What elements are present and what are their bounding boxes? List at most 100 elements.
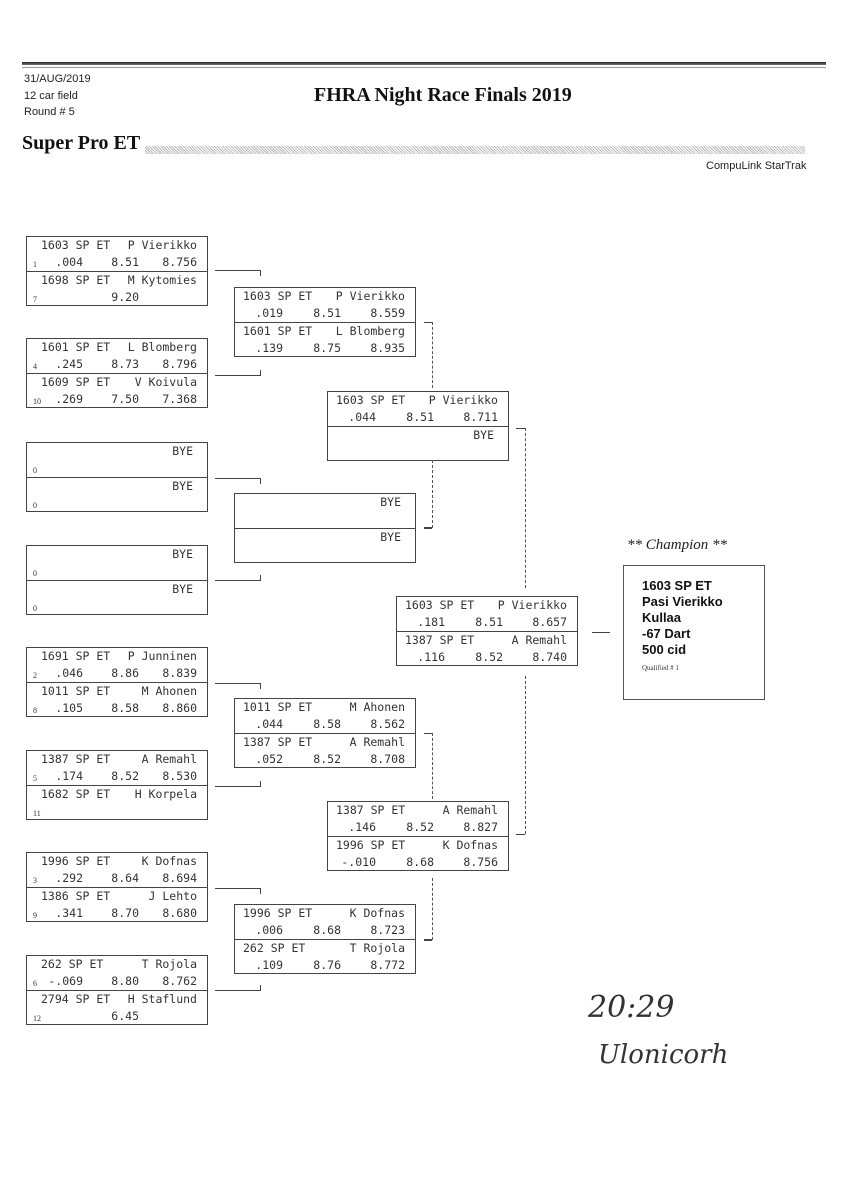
reaction-time: .046 (55, 666, 83, 680)
connector-line (516, 428, 525, 429)
racer-line-1: BYE (235, 494, 415, 511)
reaction-time: .181 (417, 615, 445, 629)
elapsed-time: 8.680 (162, 906, 197, 920)
driver-name: BYE (473, 428, 494, 442)
driver-name: K Dofnas (349, 906, 405, 920)
elapsed-time: 8.827 (463, 820, 498, 834)
car-number: 1601 SP ET (243, 324, 313, 338)
seed-number: 12 (33, 1014, 41, 1023)
seed-number: 7 (33, 295, 37, 304)
car-number: 1601 SP ET (41, 340, 111, 354)
dial-in: 8.64 (111, 871, 139, 885)
driver-name: J Lehto (148, 889, 197, 903)
racer-slot: BYE 0 (27, 580, 207, 614)
connector-line (260, 985, 261, 991)
header-rule (22, 62, 826, 65)
car-number: 1603 SP ET (41, 238, 111, 252)
reaction-time: .292 (55, 871, 83, 885)
driver-name: H Staflund (127, 992, 197, 1006)
connector-line (215, 990, 260, 991)
reaction-time: .146 (348, 820, 376, 834)
reaction-time: .269 (55, 392, 83, 406)
seed-number: 0 (33, 604, 37, 613)
racer-slot: BYE (235, 494, 415, 528)
seed-number: 8 (33, 706, 37, 715)
driver-name: T Rojola (141, 957, 197, 971)
connector-dashed (432, 322, 433, 388)
elapsed-time: 8.756 (162, 255, 197, 269)
elapsed-time: 8.530 (162, 769, 197, 783)
driver-name: M Ahonen (349, 700, 405, 714)
connector-line (424, 733, 432, 734)
reaction-time: .116 (417, 650, 445, 664)
elapsed-time: 8.562 (370, 717, 405, 731)
driver-name: BYE (172, 582, 193, 596)
reaction-time: .044 (348, 410, 376, 424)
dial-in: 7.50 (111, 392, 139, 406)
car-number: 1609 SP ET (41, 375, 111, 389)
car-number: 262 SP ET (41, 957, 104, 971)
driver-name: BYE (380, 530, 401, 544)
car-number: 1387 SP ET (405, 633, 475, 647)
driver-name: M Ahonen (141, 684, 197, 698)
dial-in: 8.58 (111, 701, 139, 715)
elapsed-time: 8.708 (370, 752, 405, 766)
connector-dashed (432, 460, 433, 528)
driver-name: A Remahl (141, 752, 197, 766)
reaction-time: .139 (255, 341, 283, 355)
elapsed-time: 8.657 (532, 615, 567, 629)
reaction-time: .105 (55, 701, 83, 715)
racer-line-2: 0 (27, 563, 207, 580)
seed-number: 10 (33, 397, 41, 406)
driver-name: A Remahl (511, 633, 567, 647)
title-hatch-bar (145, 146, 805, 154)
dial-in: 9.20 (111, 290, 139, 304)
racer-line-1: BYE (235, 529, 415, 546)
connector-line (592, 632, 610, 633)
dial-in: 8.52 (475, 650, 503, 664)
racer-line-2 (235, 511, 415, 528)
dial-in: 8.52 (111, 769, 139, 783)
champion-engine: 500 cid (642, 642, 687, 657)
elapsed-time: 8.762 (162, 974, 197, 988)
car-number: 262 SP ET (243, 941, 306, 955)
field-size: 12 car field (24, 90, 78, 102)
matchup-box: BYE BYE (234, 493, 416, 563)
connector-line (424, 528, 432, 529)
driver-name: BYE (172, 444, 193, 458)
seed-number: 1 (33, 260, 37, 269)
car-number: 1387 SP ET (243, 735, 313, 749)
car-number: 1682 SP ET (41, 787, 111, 801)
